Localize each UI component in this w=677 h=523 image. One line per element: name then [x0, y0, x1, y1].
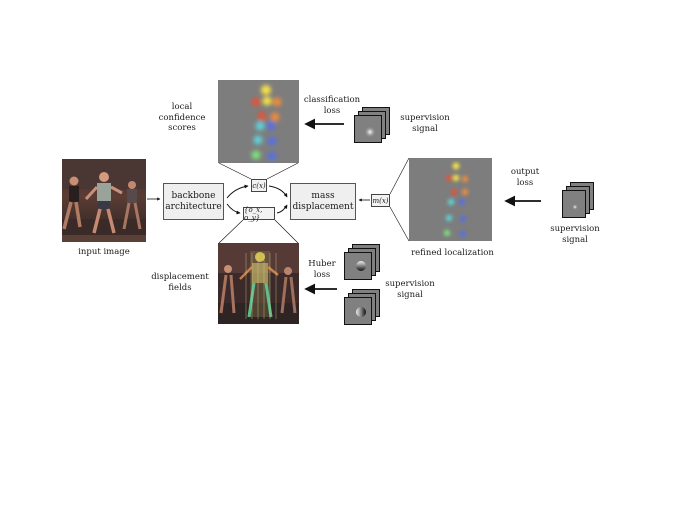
supervision-card [344, 297, 372, 325]
confidence-blobs [251, 85, 282, 161]
input-image [62, 159, 146, 242]
zoom-line [274, 219, 299, 244]
zoom-line [218, 219, 244, 244]
refined-localization-label: refined localization [411, 248, 494, 258]
huber-loss-label: Huber loss [308, 259, 336, 280]
displacement-symbol: {o_x, o_y} [243, 206, 275, 222]
confidence-symbol: c(x) [251, 179, 267, 192]
gaussian-target [364, 126, 376, 138]
displacement-overlay [218, 243, 299, 324]
backbone-architecture-box: backbone architecture [163, 183, 224, 220]
gaussian-target-small [572, 204, 578, 210]
zoom-line [389, 157, 410, 195]
input-image-label: input image [78, 247, 130, 257]
refined-localization-panel [409, 158, 492, 241]
mass-displacement-box: mass displacement [290, 183, 356, 220]
zoom-line [218, 162, 252, 180]
arrow-backbone-to-oxy [226, 203, 241, 215]
supervision-right-label: supervision signal [550, 224, 600, 245]
displacement-target-y [356, 261, 366, 271]
arrow-backbone-to-cx [226, 184, 249, 199]
supervision-card [354, 115, 382, 143]
arrow-oxy-to-mass [276, 204, 288, 214]
displacement-fields-panel [218, 243, 299, 324]
refined-blobs [443, 162, 469, 238]
output-loss-label: output loss [510, 167, 540, 188]
confidence-scores-panel [218, 80, 299, 163]
supervision-card [344, 252, 372, 280]
mass-output-symbol: m(x) [371, 194, 390, 207]
classification-loss-label: classification loss [303, 95, 361, 116]
dancers-illustration [62, 159, 146, 242]
local-confidence-label: local confidence scores [158, 102, 206, 133]
displacement-target-x [356, 307, 366, 317]
supervision-top-label: supervision signal [400, 113, 450, 134]
zoom-line [389, 206, 410, 242]
supervision-card [562, 190, 586, 218]
arrow-cx-to-mass [268, 185, 288, 198]
supervision-bottom-label: supervision signal [385, 279, 435, 300]
displacement-fields-label: displacement fields [151, 272, 209, 293]
zoom-line [266, 162, 299, 180]
